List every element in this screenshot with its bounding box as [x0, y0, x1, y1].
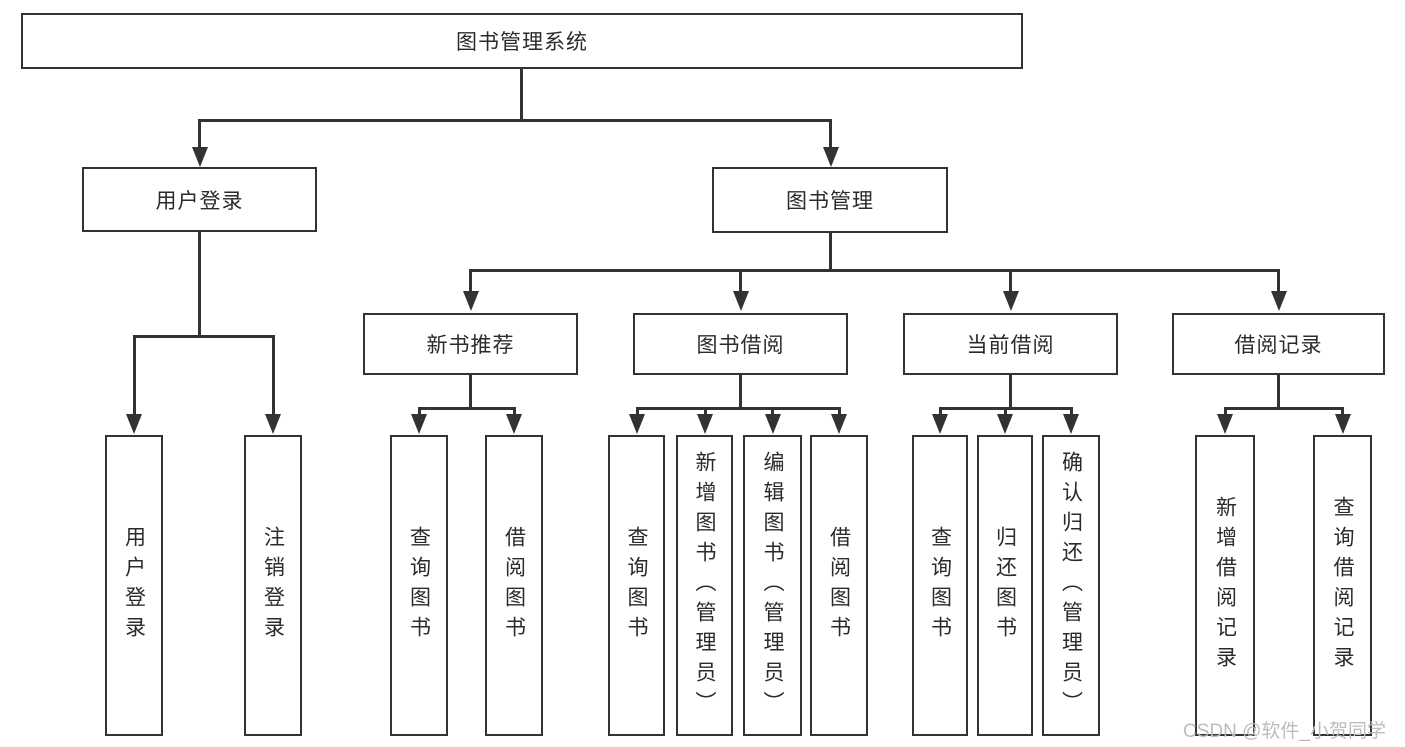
arrowhead-query-current	[932, 414, 948, 434]
arrowhead-confirm-return	[1063, 414, 1079, 434]
leaf-label-borrow-books-recommend: 借阅图书	[502, 525, 526, 646]
connector-borrowing-stem	[739, 375, 742, 407]
connector-arrow-line-edit-books	[771, 407, 774, 414]
leaf-box-borrow-books-borrowing: 借阅图书	[810, 435, 868, 736]
section-label-borrow-records: 借阅记录	[1234, 334, 1323, 357]
leaf-label-query-books-borrowing: 查询图书	[625, 525, 648, 646]
connector-borrowing-bar	[636, 407, 840, 410]
leaf-label-add-books-admin: 新增图书（管理员）	[693, 450, 716, 721]
branch-label-user-login: 用户登录	[155, 189, 244, 213]
connector-arrow-line-return-books	[1003, 407, 1007, 414]
leaf-label-confirm-return-admin: 确认归还（管理员）	[1059, 450, 1083, 721]
connector-arrow-line-query-current	[938, 407, 942, 414]
connector-arrow-line-borrow-books	[837, 407, 841, 414]
leaf-label-user-login: 用户登录	[122, 525, 146, 646]
leaf-box-query-books-recommend: 查询图书	[390, 435, 448, 736]
arrowhead-borrow-records	[1270, 291, 1287, 311]
section-box-new-book-recommend: 新书推荐	[363, 313, 578, 375]
connector-arrow-line-book-borrowing	[739, 269, 742, 291]
arrowhead-edit-books	[764, 414, 781, 434]
arrowhead-query-recommend	[411, 414, 427, 434]
connector-arrow-line-query-record	[1341, 407, 1344, 414]
connector-root-stem	[520, 69, 523, 120]
leaf-label-return-books: 归还图书	[993, 525, 1017, 646]
branch-box-book-management: 图书管理	[712, 167, 948, 233]
connector-current-stem	[1009, 375, 1012, 407]
branch-label-book-management: 图书管理	[786, 190, 874, 213]
leaf-box-return-books: 归还图书	[977, 435, 1033, 736]
leaf-label-add-borrow-record: 新增借阅记录	[1213, 495, 1237, 676]
section-box-book-borrowing: 图书借阅	[633, 313, 848, 375]
leaf-label-query-books-recommend: 查询图书	[407, 525, 431, 646]
section-label-book-borrowing: 图书借阅	[696, 334, 785, 357]
leaf-box-borrow-books-recommend: 借阅图书	[485, 435, 543, 736]
root-label: 图书管理系统	[456, 31, 588, 54]
connector-arrow-line-add-books	[703, 407, 707, 414]
csdn-watermark: CSDN @软件_小贺同学	[1183, 721, 1386, 742]
connector-book-management-stem	[828, 233, 832, 269]
leaf-box-user-login: 用户登录	[105, 435, 163, 736]
leaf-box-query-borrow-record: 查询借阅记录	[1313, 435, 1372, 736]
leaf-label-borrow-books-borrowing: 借阅图书	[827, 525, 851, 646]
leaf-box-add-books-admin: 新增图书（管理员）	[676, 435, 733, 736]
section-box-current-borrowing: 当前借阅	[903, 313, 1118, 375]
connector-arrow-line-query-recommend	[417, 407, 421, 414]
connector-book-management-bar	[469, 269, 1280, 272]
branch-box-user-login: 用户登录	[82, 167, 317, 232]
connector-arrow-line-new-book-recommend	[469, 269, 472, 291]
arrowhead-borrow-recommend	[506, 414, 522, 434]
leaf-box-logout: 注销登录	[244, 435, 302, 736]
connector-user-login-bar	[133, 335, 274, 338]
section-label-new-book-recommend: 新书推荐	[426, 334, 515, 357]
leaf-box-query-books-borrowing: 查询图书	[608, 435, 665, 736]
arrowhead-new-book-recommend	[462, 291, 479, 311]
connector-records-bar	[1224, 407, 1343, 410]
connector-root-bar	[198, 119, 831, 122]
arrowhead-add-record	[1217, 414, 1233, 434]
leaf-box-confirm-return-admin: 确认归还（管理员）	[1042, 435, 1100, 736]
connector-arrow-line-borrow-records	[1277, 269, 1280, 291]
arrowhead-borrow-books	[831, 414, 847, 434]
root-box-library-management-system: 图书管理系统	[21, 13, 1023, 69]
connector-arrow-line-leaf-user-login	[132, 335, 136, 414]
arrowhead-return-books	[997, 414, 1013, 434]
leaf-label-logout: 注销登录	[261, 525, 285, 646]
section-label-current-borrowing: 当前借阅	[966, 334, 1055, 357]
connector-records-stem	[1277, 375, 1280, 407]
connector-arrow-line-borrow-recommend	[512, 407, 516, 414]
connector-arrow-line-query-borrowing	[635, 407, 639, 414]
arrowhead-book-borrowing	[732, 291, 749, 311]
arrowhead-leaf-user-login	[126, 414, 142, 434]
leaf-label-edit-books-admin: 编辑图书（管理员）	[761, 450, 784, 721]
arrowhead-add-books	[697, 414, 713, 434]
leaf-box-add-borrow-record: 新增借阅记录	[1195, 435, 1255, 736]
connector-new-book-stem	[469, 375, 472, 407]
arrowhead-user-login	[191, 147, 208, 167]
arrowhead-book-management	[822, 147, 839, 167]
connector-user-login-stem	[198, 232, 201, 335]
connector-arrow-line-current-borrowing	[1009, 269, 1012, 291]
connector-arrow-line-confirm-return	[1069, 407, 1073, 414]
connector-arrow-line-add-record	[1223, 407, 1227, 414]
connector-arrow-line-book-management	[829, 119, 832, 147]
arrowhead-leaf-logout	[265, 414, 281, 434]
leaf-box-edit-books-admin: 编辑图书（管理员）	[743, 435, 802, 736]
leaf-label-query-borrow-record: 查询借阅记录	[1331, 495, 1354, 676]
section-box-borrow-records: 借阅记录	[1172, 313, 1385, 375]
connector-new-book-bar	[418, 407, 515, 410]
connector-arrow-line-user-login	[198, 119, 201, 147]
leaf-label-query-books-current: 查询图书	[928, 525, 952, 646]
arrowhead-current-borrowing	[1002, 291, 1019, 311]
leaf-box-query-books-current: 查询图书	[912, 435, 968, 736]
arrowhead-query-record	[1334, 414, 1351, 434]
arrowhead-query-borrowing	[629, 414, 645, 434]
connector-arrow-line-leaf-logout	[271, 335, 275, 414]
